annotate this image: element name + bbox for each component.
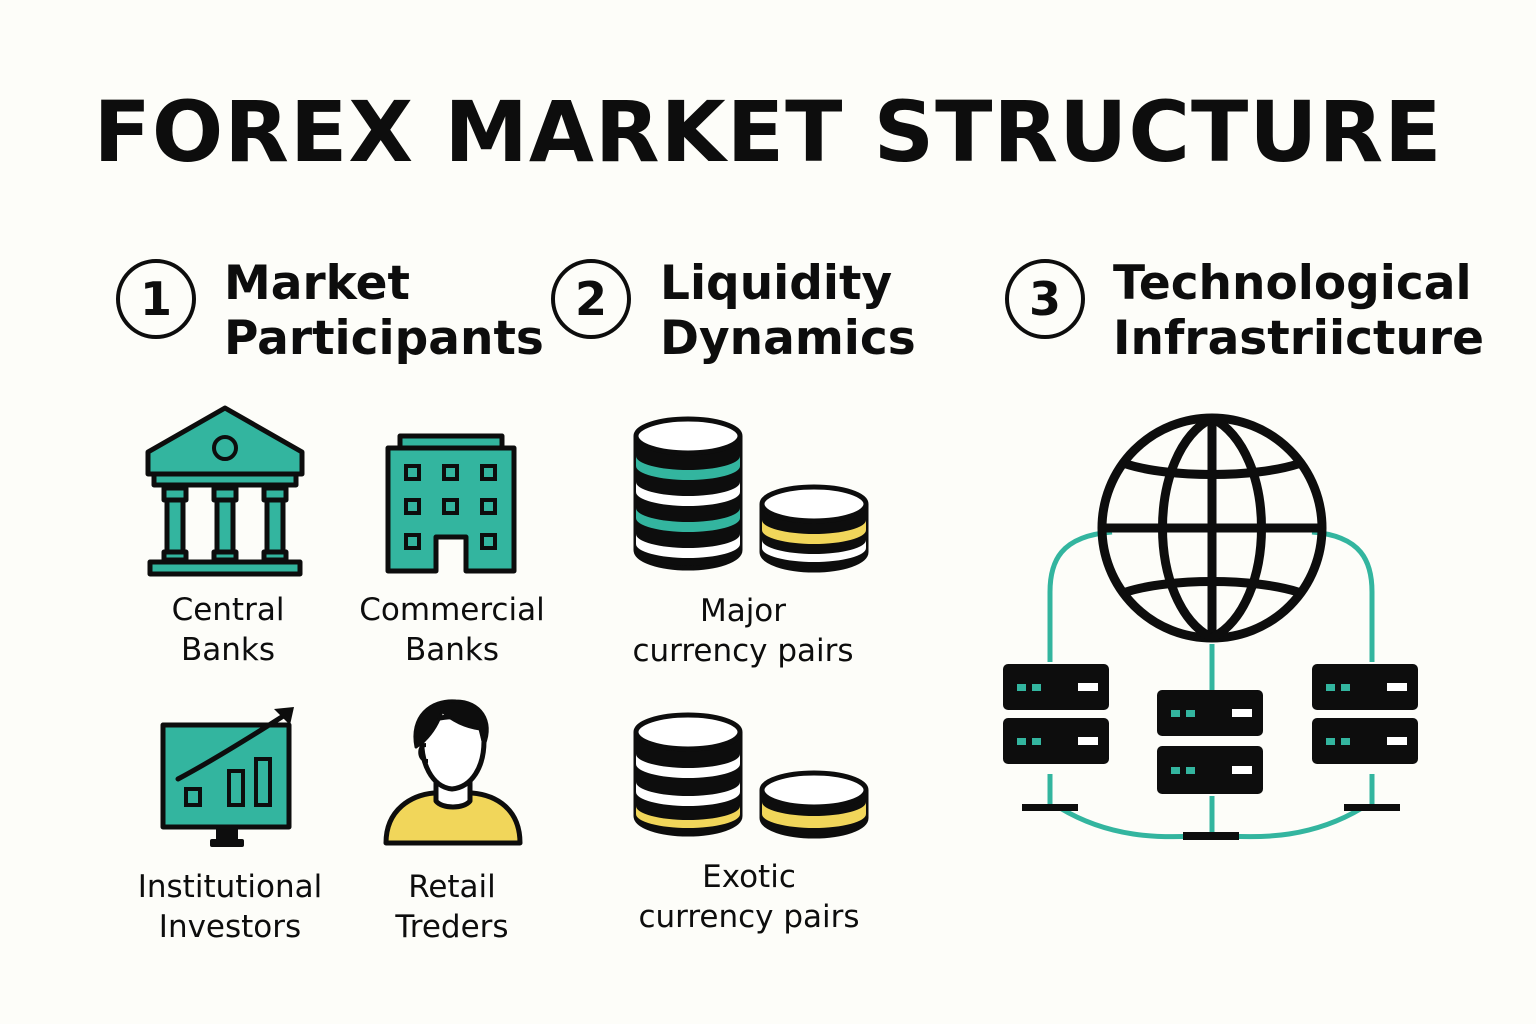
page-title: FOREX MARKET STRUCTURE xyxy=(93,83,1443,181)
section-1-title: Market Participants xyxy=(224,256,544,366)
retail-traders-label: Retail Treders xyxy=(362,867,542,947)
section-2-title-line-2: Dynamics xyxy=(660,311,916,366)
label-line: Major xyxy=(699,593,787,629)
label-line: Investors xyxy=(158,909,302,945)
section-1-number-badge: 1 xyxy=(116,259,196,339)
section-2-title: Liquidity Dynamics xyxy=(660,256,916,366)
label-line: Commercial xyxy=(359,592,545,628)
globe-server-network-icon xyxy=(1003,413,1418,840)
label-line: Treders xyxy=(395,909,509,945)
institutional-investors-label: Institutional Investors xyxy=(118,867,342,947)
section-1-title-line-2: Participants xyxy=(224,311,544,366)
label-line: Central xyxy=(171,592,285,628)
central-banks-label: Central Banks xyxy=(128,590,328,670)
label-line: Banks xyxy=(180,632,275,668)
office-building-icon xyxy=(385,433,517,574)
section-2-title-line-1: Liquidity xyxy=(660,256,893,311)
major-pairs-coin-stacks-icon xyxy=(633,416,869,573)
growth-chart-monitor-icon xyxy=(160,707,294,847)
section-3-title-line-2: Infrastriicture xyxy=(1113,311,1484,366)
section-3-number-badge: 3 xyxy=(1005,259,1085,339)
label-line: Retail xyxy=(408,869,496,905)
major-currency-pairs-label: Major currency pairs xyxy=(608,591,878,671)
section-2-number-badge: 2 xyxy=(551,259,631,339)
label-line: currency pairs xyxy=(638,899,860,935)
section-1-title-line-1: Market xyxy=(224,256,411,311)
label-line: Institutional xyxy=(137,869,323,905)
label-line: Exotic xyxy=(702,859,796,895)
person-icon xyxy=(383,699,523,846)
section-3-title: Technological Infrastriicture xyxy=(1113,256,1484,366)
section-3-title-line-1: Technological xyxy=(1113,256,1472,311)
label-line: currency pairs xyxy=(632,633,854,669)
label-line: Banks xyxy=(404,632,499,668)
exotic-pairs-coin-stacks-icon xyxy=(633,712,869,839)
bank-building-icon xyxy=(145,405,305,577)
commercial-banks-label: Commercial Banks xyxy=(342,590,562,670)
exotic-currency-pairs-label: Exotic currency pairs xyxy=(614,857,884,937)
